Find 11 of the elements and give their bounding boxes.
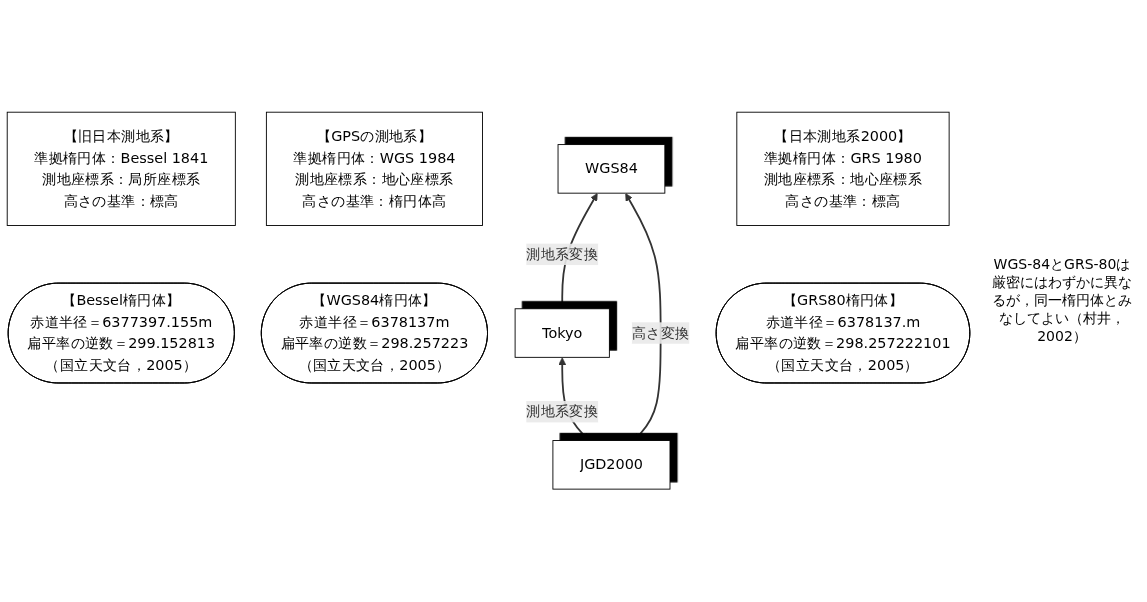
node-box: WGS84 (557, 144, 666, 194)
node-box: Tokyo (514, 308, 610, 359)
node-box: 【GPSの測地系】 準拠楕円体：WGS 1984 測地座標系：地心座標系 高さの基準：楕円体高 (265, 112, 483, 227)
edge-label: 測地系変換 (526, 245, 599, 263)
edge-label: 測地系変換 (526, 403, 599, 421)
node-box: JGD2000 (552, 440, 671, 490)
arrow (625, 193, 662, 442)
edge-label: 高さ変換 (631, 324, 690, 342)
node-box: 【旧日本測地系】 準拠楕円体：Bessel 1841 測地座標系：局所座標系 高さの基準：標高 (6, 112, 236, 227)
node-box: 【日本測地系2000】 準拠楕円体：GRS 1980 測地座標系：地心座標系 高さの基準：標高 (736, 112, 950, 227)
note-text: WGS-84とGRS-80は厳密にはわずかに異なるが，同一楕円体とみなしてよい（村井，2002） (991, 256, 1133, 346)
